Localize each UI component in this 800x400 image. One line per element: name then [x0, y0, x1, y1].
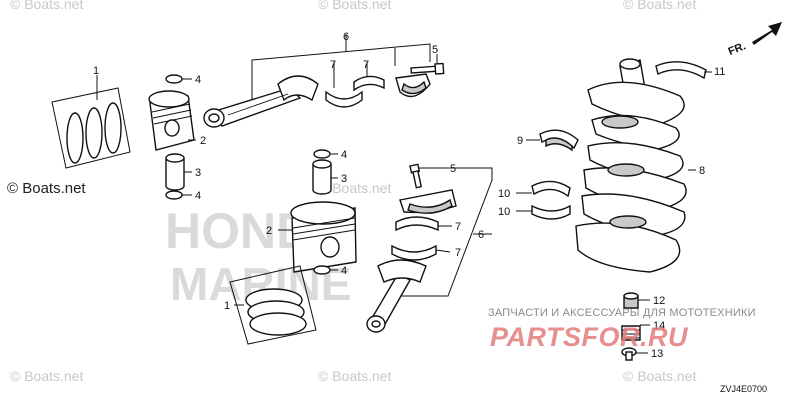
- callout-lower-bolt: 5: [450, 163, 456, 175]
- watermark-bottom-center: © Boats.net: [318, 368, 391, 384]
- callout-center-clip-top: 4: [341, 149, 347, 161]
- lower-bearing-a: [395, 216, 439, 232]
- upper-set-bracket: [251, 43, 431, 108]
- watermark-bottom-right: © Boats.net: [623, 368, 696, 384]
- upper-bearing-b: [353, 75, 385, 92]
- upper-connecting-rod: [203, 75, 319, 128]
- watermark-top-right: © Boats.net: [623, 0, 696, 12]
- partsfor-watermark: ЗАПЧАСТИ И АКСЕССУАРЫ ДЛЯ МОТОТЕХНИКИ PA…: [488, 307, 756, 352]
- lower-set-bracket: [388, 167, 493, 297]
- callout-left-rings: 1: [93, 65, 99, 77]
- center-piston-pin: [312, 159, 332, 195]
- center-piston: [290, 201, 357, 273]
- callout-upper-bearing-b: 7: [363, 59, 369, 71]
- lower-rod-group: 5 6 7 7: [366, 163, 493, 333]
- upper-bearing-a: [325, 90, 363, 108]
- callout-center-pin: 3: [341, 173, 347, 185]
- callout-left-pin: 3: [195, 167, 201, 179]
- callout-fitting-12: 12: [653, 295, 665, 307]
- callout-upper-rod-set: 6: [343, 31, 349, 43]
- callout-lower-bearing-b: 7: [455, 247, 461, 259]
- callout-fitting-14: 14: [653, 320, 665, 332]
- ru-logo: PARTSFOR.RU: [490, 322, 689, 352]
- callout-left-clip-top: 4: [195, 74, 201, 86]
- crank-bearing-11: [655, 61, 707, 80]
- callout-fitting-13: 13: [651, 348, 663, 360]
- crankshaft-group: FR.: [498, 22, 782, 273]
- callout-crank-bearing-9: 9: [517, 135, 523, 147]
- callout-upper-bolt: 5: [432, 44, 438, 56]
- diagram-code: ZVJ4E0700: [720, 384, 767, 394]
- callout-lower-rod-set: 6: [478, 229, 484, 241]
- watermarks: © Boats.net © Boats.net © Boats.net © Bo…: [7, 0, 696, 384]
- crank-bearing-9: [539, 129, 579, 152]
- crankshaft: [575, 58, 687, 273]
- left-piston-rings: [66, 102, 122, 164]
- lower-connecting-rod: [366, 259, 427, 333]
- front-arrow-icon: [752, 22, 782, 45]
- callout-crankshaft: 8: [699, 165, 705, 177]
- callout-lower-bearing-a: 7: [455, 221, 461, 233]
- fitting-12: [623, 292, 639, 309]
- left-piston: [148, 90, 195, 151]
- center-ring-box: [229, 265, 317, 345]
- upper-rod-cap: [395, 73, 431, 98]
- front-indicator: FR.: [727, 40, 748, 58]
- callout-center-rings: 1: [224, 300, 230, 312]
- upper-rod-group: 6 5 7 7: [203, 31, 445, 128]
- left-clip-top: [165, 74, 183, 84]
- watermark-mid-left: © Boats.net: [7, 180, 86, 197]
- fitting-14: [621, 325, 641, 341]
- center-clip-bottom: [313, 265, 331, 275]
- callout-center-piston: 2: [266, 225, 272, 237]
- center-piston-rings: [245, 288, 307, 336]
- left-piston-group: 1 2 4 3 4: [51, 65, 206, 202]
- fittings-group: 12 14 13: [621, 292, 665, 361]
- crank-thrust-washer-a: [531, 180, 571, 198]
- left-clip-bottom: [165, 190, 183, 200]
- upper-rod-bolt: [410, 62, 445, 75]
- callout-left-piston: 2: [200, 135, 206, 147]
- ru-tagline: ЗАПЧАСТИ И АКСЕССУАРЫ ДЛЯ МОТОТЕХНИКИ: [488, 307, 756, 319]
- callout-crank-thrust-a: 10: [498, 188, 510, 200]
- callout-crank-thrust-b: 10: [498, 206, 510, 218]
- left-ring-box: [51, 87, 131, 169]
- watermark-top-left: © Boats.net: [10, 0, 83, 12]
- lower-rod-cap: [399, 189, 457, 214]
- callout-center-clip-bottom: 4: [341, 265, 347, 277]
- callout-left-clip-bottom: 4: [195, 190, 201, 202]
- watermark-bottom-left: © Boats.net: [10, 368, 83, 384]
- lower-bearing-b: [391, 244, 437, 261]
- watermark-top-center: © Boats.net: [318, 0, 391, 12]
- callout-crank-bearing-11: 11: [714, 66, 725, 78]
- center-clip-top: [313, 149, 331, 159]
- callout-upper-bearing-a: 7: [330, 59, 336, 71]
- left-piston-pin: [165, 153, 185, 191]
- watermark-mid-center: © Boats.net: [318, 180, 391, 196]
- crank-thrust-washer-b: [531, 204, 571, 220]
- fitting-13: [621, 347, 637, 361]
- center-piston-group: 4 3 2 4 1: [224, 149, 357, 345]
